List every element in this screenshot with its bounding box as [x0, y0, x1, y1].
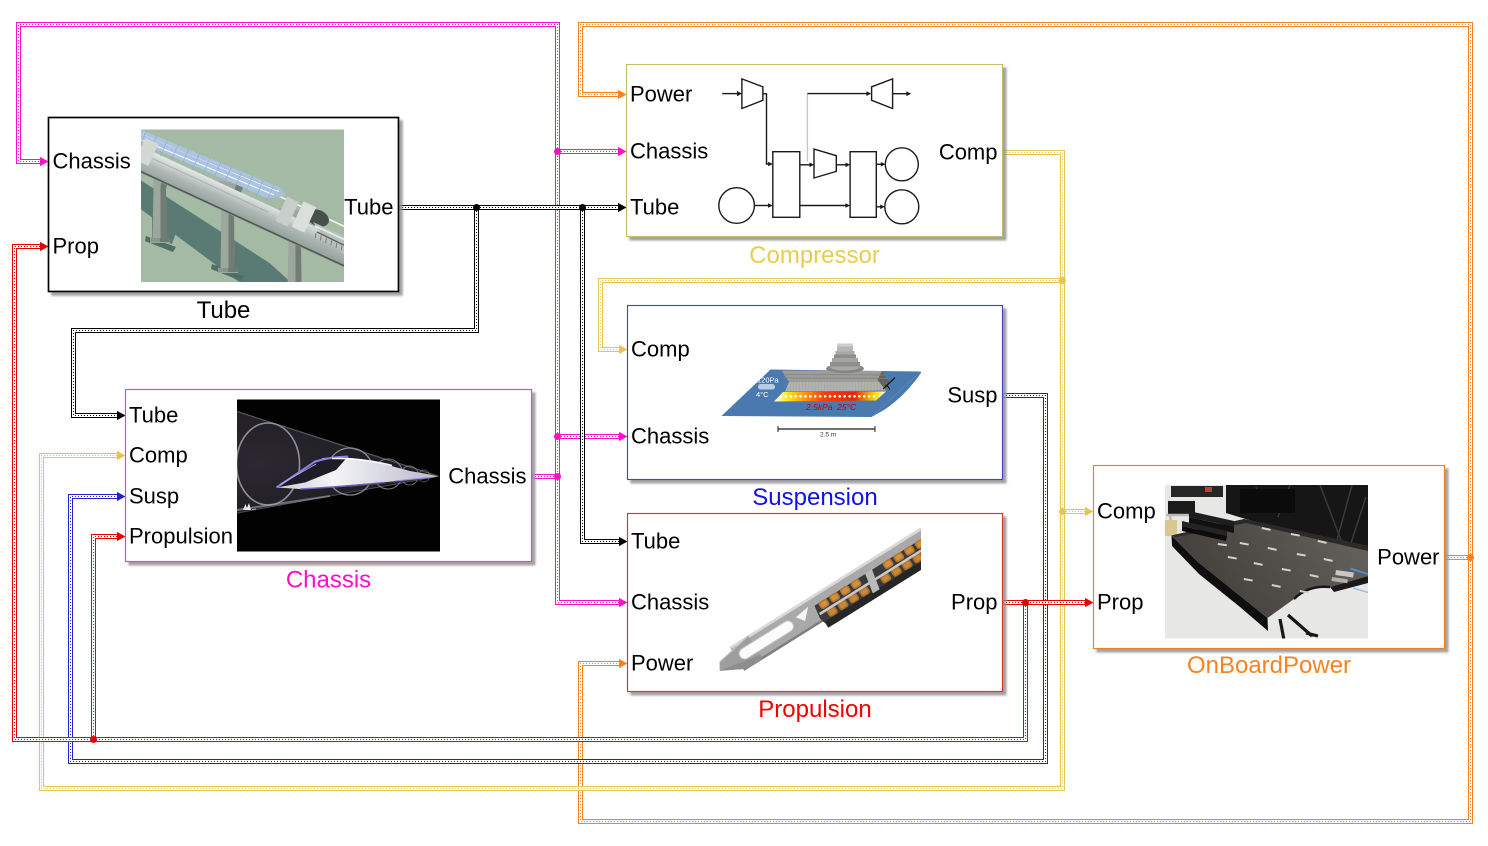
svg-text:120Pa: 120Pa	[757, 376, 780, 385]
svg-text:Comp: Comp	[1097, 499, 1156, 524]
svg-text:Prop: Prop	[53, 234, 99, 259]
svg-text:Tube: Tube	[129, 403, 178, 428]
svg-text:Comp: Comp	[939, 140, 998, 165]
svg-text:Power: Power	[1377, 545, 1439, 570]
svg-text:Chassis: Chassis	[53, 149, 131, 174]
svg-text:Comp: Comp	[129, 443, 188, 468]
svg-text:Prop: Prop	[1097, 590, 1143, 615]
svg-text:Power: Power	[631, 651, 693, 676]
svg-text:2.5 m: 2.5 m	[820, 432, 836, 439]
svg-text:Chassis: Chassis	[631, 590, 709, 615]
svg-text:Chassis: Chassis	[286, 567, 371, 594]
svg-text:Comp: Comp	[631, 337, 690, 362]
svg-text:Susp: Susp	[947, 383, 997, 408]
svg-text:Propulsion: Propulsion	[758, 696, 871, 723]
svg-text:Chassis: Chassis	[631, 424, 709, 449]
svg-text:Propulsion: Propulsion	[129, 524, 233, 549]
svg-text:Chassis: Chassis	[448, 464, 526, 489]
svg-text:OnBoardPower: OnBoardPower	[1187, 652, 1351, 679]
svg-text:Compressor: Compressor	[749, 242, 880, 269]
svg-text:Tube: Tube	[197, 297, 251, 324]
svg-text:Chassis: Chassis	[630, 139, 708, 164]
svg-text:2.5kPa 25°C: 2.5kPa 25°C	[805, 402, 857, 412]
svg-text:Susp: Susp	[129, 484, 179, 509]
svg-text:Tube: Tube	[630, 195, 679, 220]
svg-text:Tube: Tube	[631, 529, 680, 554]
svg-text:Prop: Prop	[951, 590, 997, 615]
svg-text:Power: Power	[630, 82, 692, 107]
svg-text:Tube: Tube	[344, 195, 393, 220]
svg-text:Suspension: Suspension	[752, 484, 877, 511]
svg-text:4°C: 4°C	[756, 390, 769, 399]
